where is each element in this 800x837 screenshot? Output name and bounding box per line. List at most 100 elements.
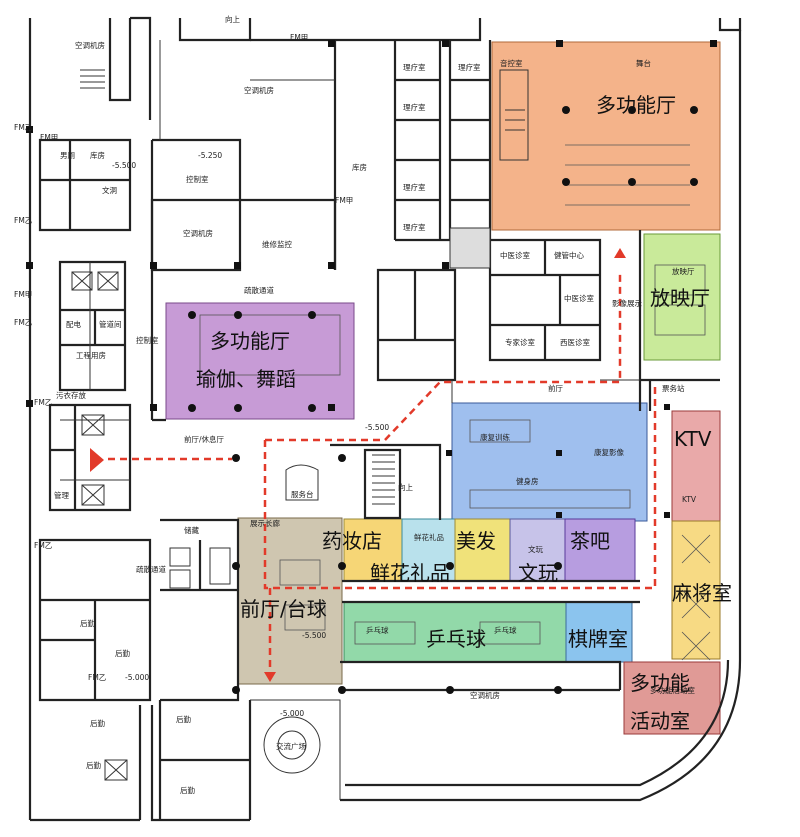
label-therapy-2: 理疗室	[458, 62, 481, 72]
label-gym: 健身房	[516, 476, 539, 486]
label-level-2: -5.500	[365, 423, 389, 432]
route-arrows	[90, 248, 626, 682]
label-back-1: 后勤	[80, 618, 95, 628]
zone-lobby-billiards[interactable]	[237, 517, 343, 685]
label-tcm: 中医诊室	[500, 250, 530, 260]
up-arrow-icon	[614, 248, 626, 258]
small-labels: 空调机房 空调机房 空调机房 空调机房 库房 库房 男厕 文洞 控制室 控制室 …	[14, 14, 697, 795]
label-pingpong: 乒乓球	[426, 627, 486, 651]
label-storage-2: 库房	[352, 162, 367, 172]
label-fm-8: FM甲	[290, 33, 308, 42]
label-maintenance: 维修监控	[262, 239, 292, 249]
label-control-room-2: 控制室	[136, 335, 159, 345]
label-stage: 舞台	[636, 58, 651, 68]
label-rehab-training: 康复训练	[480, 432, 510, 442]
label-pharmacy: 药妆店	[322, 529, 382, 553]
label-mahjong: 麻将室	[672, 581, 732, 605]
label-ticket: 票务站	[662, 383, 685, 393]
label-back-6: 后勤	[180, 785, 195, 795]
furniture	[199, 144, 711, 661]
columns	[26, 40, 717, 694]
label-multi-activity-2: 活动室	[630, 709, 690, 733]
label-therapy-1: 理疗室	[403, 62, 426, 72]
down-arrow-icon	[264, 672, 276, 682]
label-fm-5: FM乙	[34, 398, 53, 407]
label-cinema: 放映厅	[650, 286, 710, 310]
label-laundry: 污衣存放	[56, 390, 86, 400]
label-pipe: 管道间	[99, 319, 122, 329]
label-men-wc: 男厕	[60, 151, 75, 160]
label-ac-room-3: 空调机房	[183, 228, 213, 238]
label-cleaning: 文洞	[102, 185, 117, 195]
label-back-3: 后勤	[90, 718, 105, 728]
label-display: 展示长廊	[250, 518, 280, 528]
label-flower-small: 鲜花礼品	[414, 532, 444, 542]
circulation-route	[108, 270, 657, 670]
label-pingpong-small-1: 乒乓球	[366, 625, 389, 635]
label-multi-yoga-1: 多功能厅	[210, 329, 290, 353]
label-fm-6: FM乙	[34, 541, 53, 550]
zone-cinema[interactable]	[643, 233, 721, 361]
label-rehab-eval: 康复影像	[594, 447, 624, 457]
label-evac-corridor-2: 疏散通道	[136, 564, 166, 574]
zones	[165, 41, 721, 735]
label-tea: 茶吧	[570, 529, 610, 553]
label-ktv: KTV	[674, 427, 712, 451]
zone-hair[interactable]	[454, 518, 511, 582]
zone-tea[interactable]	[564, 518, 636, 582]
label-back-5: 后勤	[176, 714, 191, 724]
label-therapy-4: 理疗室	[403, 182, 426, 192]
label-level-5: -5.000	[125, 673, 149, 682]
zone-multi-hall[interactable]	[491, 41, 721, 231]
label-evac-corridor: 疏散通道	[244, 285, 274, 295]
label-ktv-small: KTV	[682, 495, 697, 504]
label-fm-1: FM乙	[14, 123, 33, 132]
label-activity-small: 多功能活动室	[650, 685, 695, 695]
label-ac-room-4: 空调机房	[470, 690, 500, 700]
label-fm-9: FM甲	[335, 196, 353, 205]
label-level-6: -5.250	[198, 151, 222, 160]
label-multi-activity-1: 多功能	[630, 671, 690, 695]
label-health-center: 健管中心	[554, 250, 584, 260]
fixtures	[71, 69, 529, 781]
label-western: 西医诊室	[560, 337, 590, 347]
zone-rehab[interactable]	[451, 402, 648, 522]
label-fm-2: FM乙	[14, 216, 33, 225]
label-ac-room-2: 空调机房	[244, 85, 274, 95]
label-storage-3: 储藏	[184, 525, 199, 535]
entry-arrow-icon	[90, 448, 104, 472]
walls	[28, 16, 742, 822]
label-tools: 工程用房	[76, 350, 106, 360]
label-power: 配电	[66, 319, 81, 329]
zone-mahjong[interactable]	[671, 520, 721, 660]
label-fm-3: FM甲	[14, 290, 32, 299]
label-fm-10: FM乙	[88, 673, 107, 682]
label-storage: 库房	[90, 150, 105, 160]
label-up-2: 向上	[398, 482, 413, 492]
label-ac-room-1: 空调机房	[75, 40, 105, 50]
label-flower: 鲜花礼品	[370, 561, 450, 585]
label-culture: 文玩	[518, 561, 558, 585]
label-control-room-1: 控制室	[186, 174, 209, 184]
label-up-1: 向上	[225, 14, 240, 24]
zone-yoga[interactable]	[165, 302, 355, 420]
label-level-3: -5.500	[302, 631, 326, 640]
label-multi-yoga-2: 瑜伽、舞蹈	[196, 367, 296, 391]
label-projection: 影像展示	[612, 298, 642, 308]
label-plaza: 交流广场	[276, 741, 306, 751]
label-multi-hall: 多功能厅	[596, 93, 676, 117]
label-expert: 专家诊室	[505, 337, 535, 347]
zone-activity[interactable]	[623, 661, 721, 735]
zone-pharmacy[interactable]	[343, 518, 403, 582]
label-hair: 美发	[456, 529, 496, 553]
zone-pingpong[interactable]	[343, 601, 567, 663]
label-cinema-room: 放映厅	[672, 266, 695, 276]
label-service-desk: 服务台	[291, 489, 314, 499]
label-culture-small: 文玩	[528, 544, 543, 554]
label-therapy-3: 理疗室	[403, 102, 426, 112]
label-tcm-2: 中医诊室	[564, 293, 594, 303]
label-fm-4: FM乙	[14, 318, 33, 327]
label-therapy-5: 理疗室	[403, 222, 426, 232]
label-fm-7: FM甲	[40, 133, 58, 142]
